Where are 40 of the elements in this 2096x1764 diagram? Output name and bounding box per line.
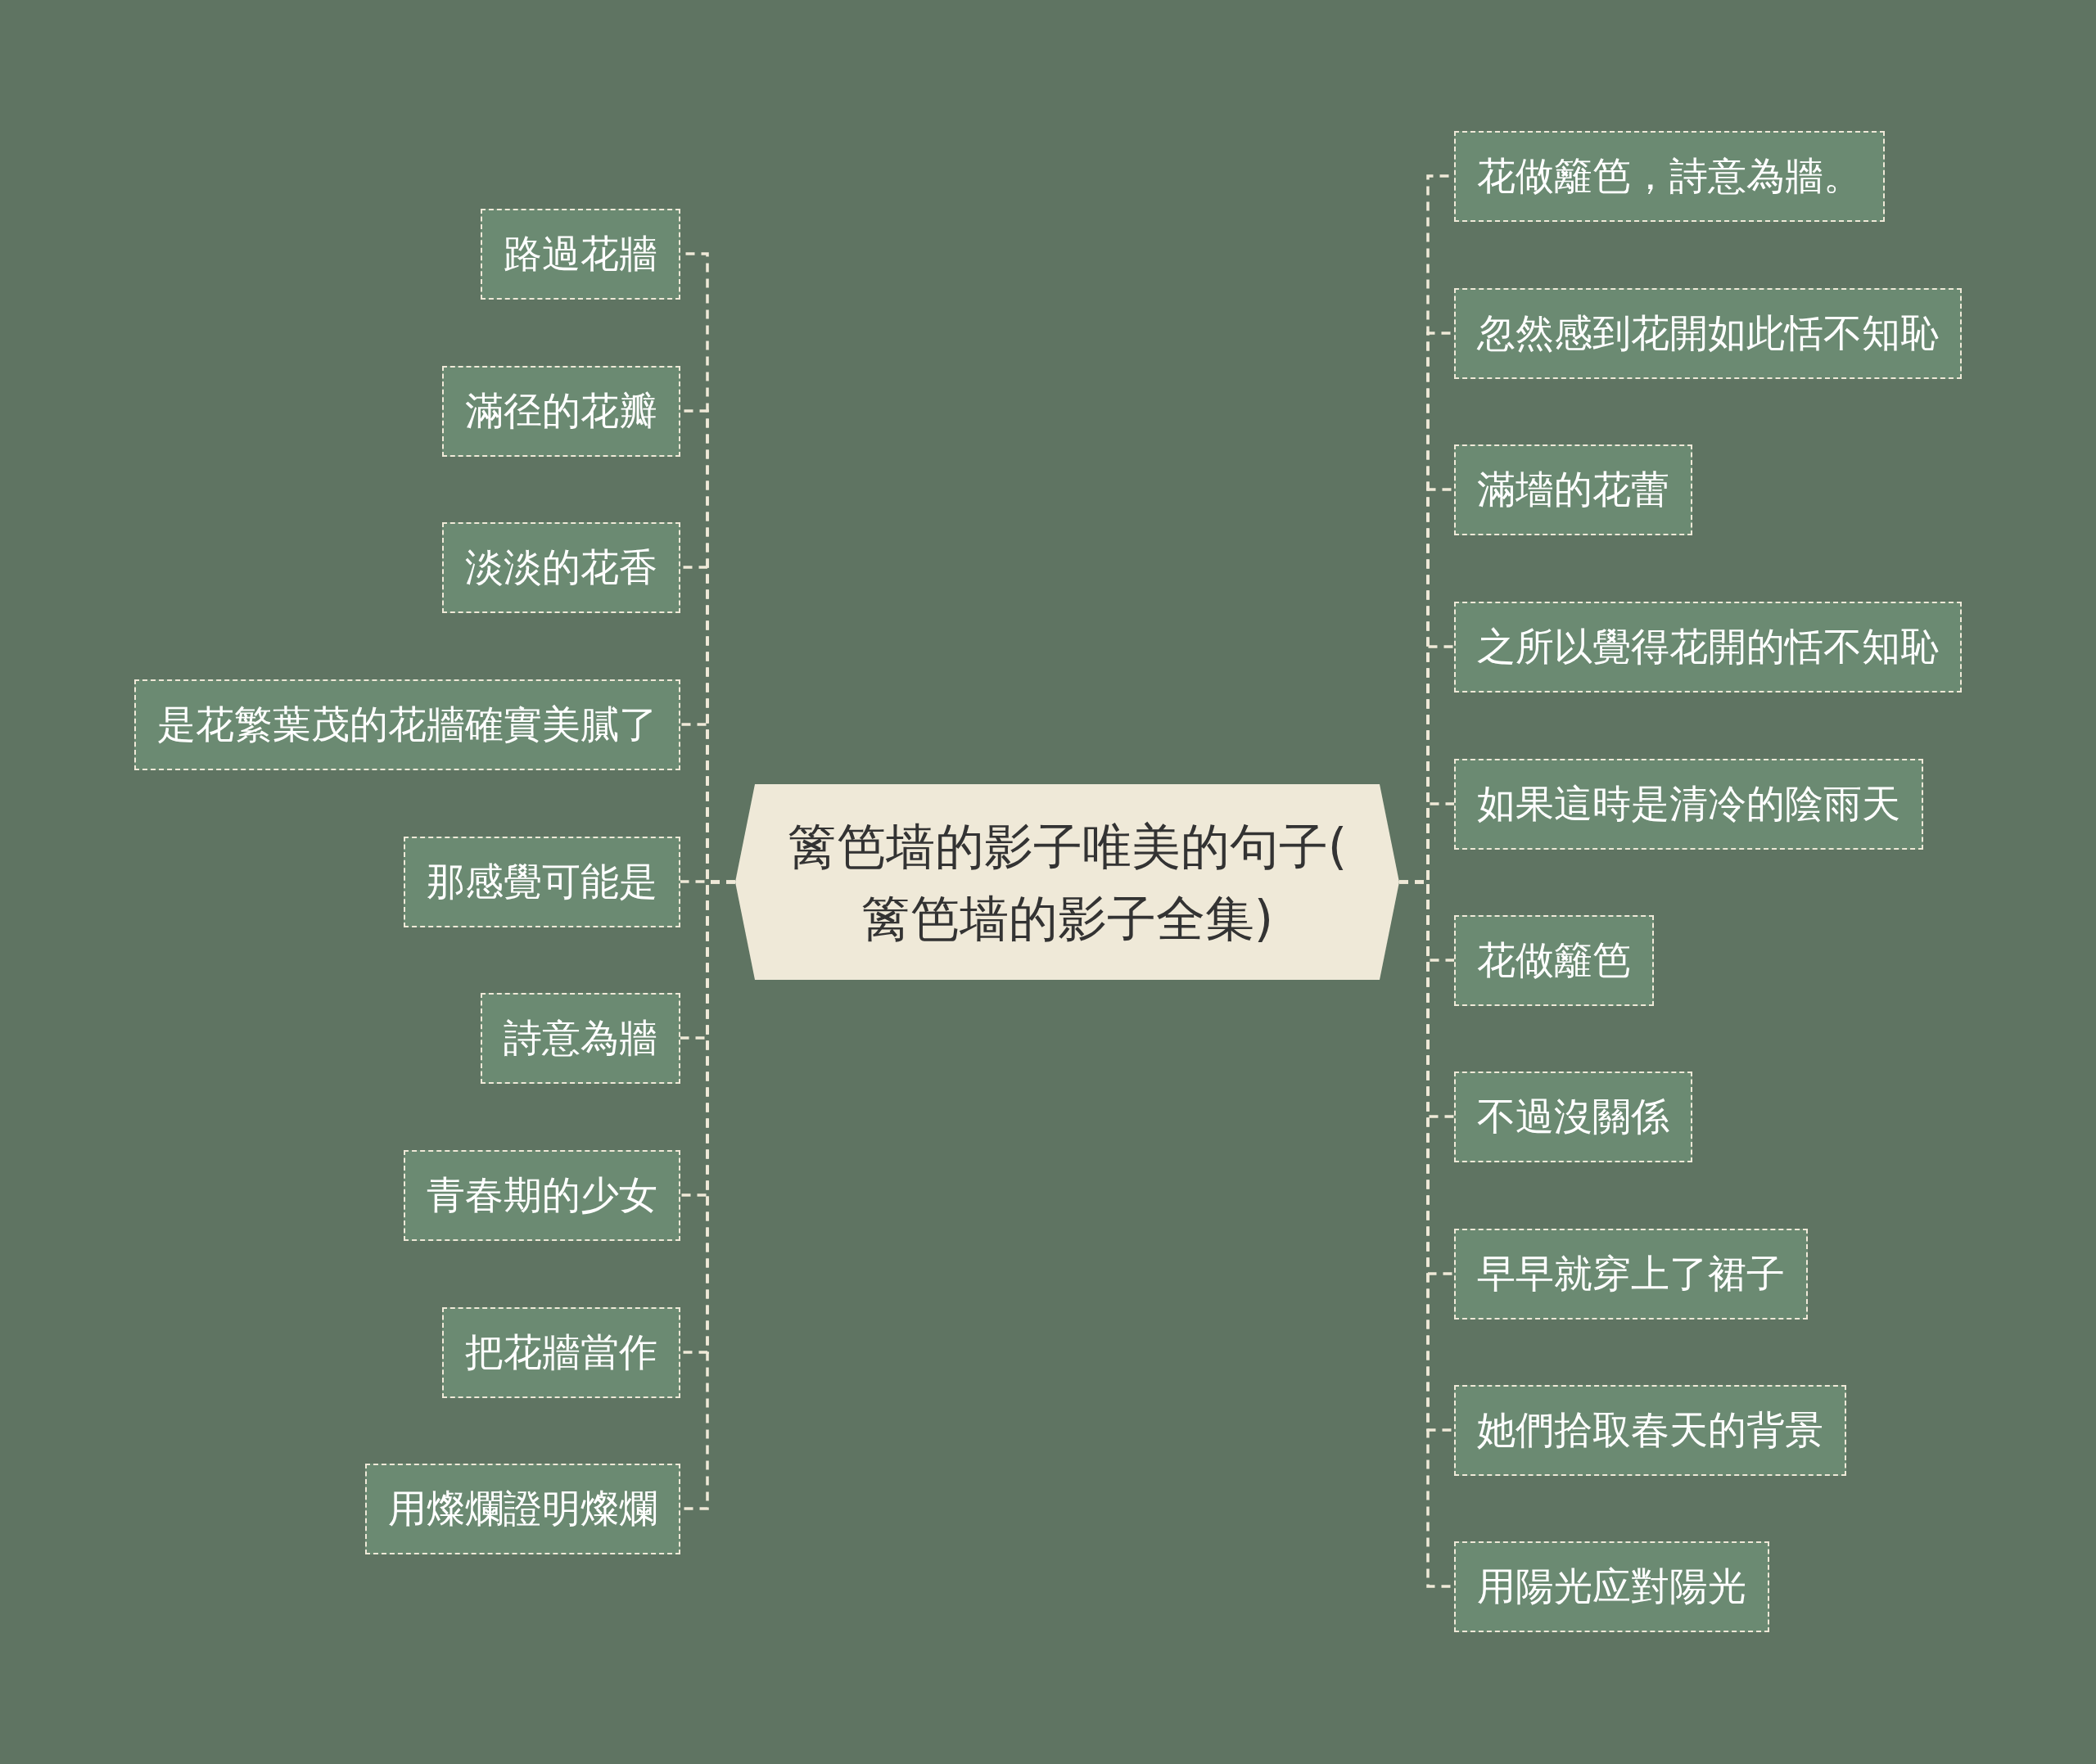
topic-box [404,1149,680,1241]
topic-box [1454,1384,1846,1476]
topic-box [1454,601,1962,693]
topic-box [134,679,680,770]
topic-box [1454,1228,1808,1320]
topic-box [1454,914,1654,1006]
topic-box [1454,1541,1769,1632]
topic-text: 那感覺可能是 [427,858,657,905]
topic-text: 忽然感到花開如此恬不知恥 [1477,309,1939,357]
central-topic-hexagon [735,784,1399,980]
topic-text: 如果這時是清冷的陰雨天 [1477,780,1900,828]
topic-text: 淡淡的花香 [465,544,657,591]
topic-box [1454,287,1962,379]
topic-text: 滿径的花瓣 [465,387,657,435]
topic-box [404,836,680,927]
central-topic-text: 篱笆墙的影子唯美的句子(篱笆墙的影子全集) [786,816,1348,949]
topic-box [442,1306,680,1398]
topic-box [1454,444,1692,535]
topic-text: 路過花牆 [504,230,657,277]
topic-box [365,1463,680,1554]
topic-box [1454,758,1923,850]
topic-box [481,208,680,300]
topic-box [481,992,680,1084]
topic-box [1454,1071,1692,1162]
topic-text: 把花牆當作 [465,1329,657,1376]
topic-text: 用陽光应對陽光 [1477,1563,1746,1610]
topic-text: 之所以覺得花開的恬不知恥 [1477,623,1939,670]
topic-text: 青春期的少女 [427,1171,657,1219]
topic-text: 是花繁葉茂的花牆確實美膩了 [157,701,657,748]
topic-text: 她們拾取春天的背景 [1477,1406,1823,1454]
topic-box [442,365,680,457]
topic-text: 不過沒關係 [1477,1093,1669,1140]
topic-text: 早早就穿上了裙子 [1477,1250,1785,1297]
topic-box [1454,130,1885,222]
topic-text: 用燦爛證明燦爛 [388,1485,657,1532]
topic-text: 詩意為牆 [504,1014,657,1062]
topic-text: 滿墻的花蕾 [1477,466,1669,513]
topic-text: 花做籬笆 [1477,936,1631,984]
topic-text: 花做籬笆，詩意為牆。 [1477,152,1862,200]
topic-box [442,521,680,613]
